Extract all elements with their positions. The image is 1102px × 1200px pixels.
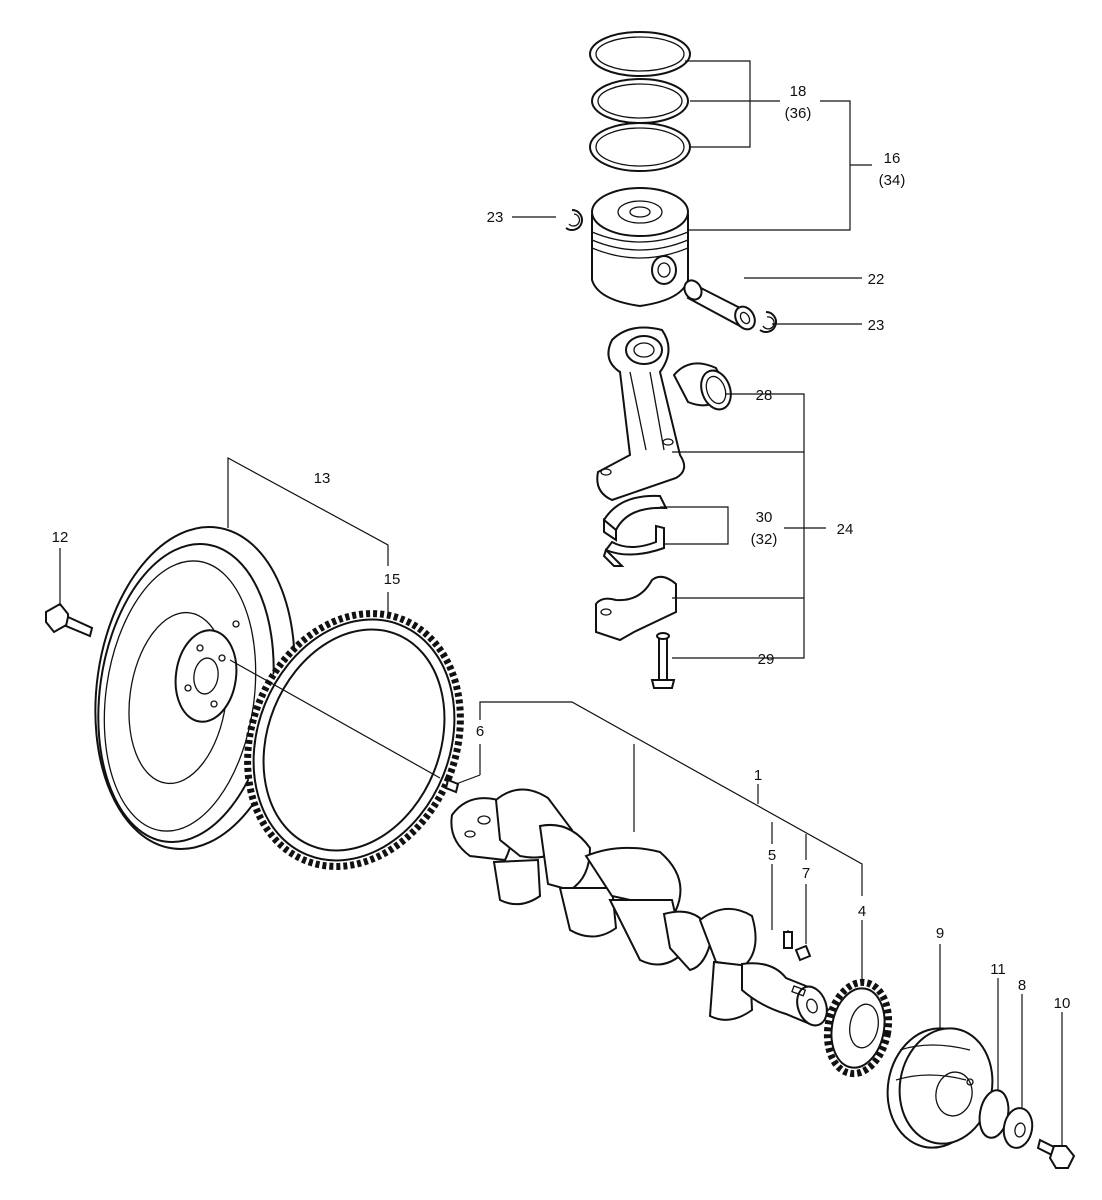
callout-29: 29 [758, 651, 775, 668]
bushing[interactable] [672, 362, 736, 413]
callout-15: 15 [384, 571, 401, 588]
washer[interactable] [1001, 1106, 1036, 1150]
callout-13: 13 [314, 470, 331, 487]
callout-1: 1 [754, 767, 762, 784]
callout-12: 12 [52, 529, 69, 546]
callout-18: 18 [790, 83, 807, 100]
callout-8: 8 [1018, 977, 1026, 994]
piston-pin[interactable] [681, 277, 759, 333]
ring-gear[interactable] [211, 581, 498, 898]
callout-labels: 18 (36) 16 (34) 23 22 23 28 30 (32) 24 2… [52, 83, 1071, 1012]
pulley-bolt[interactable] [1036, 1138, 1076, 1169]
woodruff-key[interactable] [783, 931, 793, 949]
snap-ring-left[interactable] [565, 209, 583, 231]
rod-bolt[interactable] [650, 632, 676, 689]
callout-28: 28 [756, 387, 773, 404]
callout-7: 7 [802, 865, 810, 882]
callout-9: 9 [936, 925, 944, 942]
crankshaft-gear[interactable] [820, 977, 895, 1078]
callout-6: 6 [476, 723, 484, 740]
callout-5: 5 [768, 847, 776, 864]
crankshaft[interactable] [450, 788, 832, 1029]
connecting-rod-cap[interactable] [594, 575, 677, 642]
key[interactable] [794, 944, 812, 962]
callout-22: 22 [868, 271, 885, 288]
callout-16-alt: (34) [879, 172, 906, 189]
callout-30-alt: (32) [751, 531, 778, 548]
piston[interactable] [591, 187, 689, 308]
callout-23-right: 23 [868, 317, 885, 334]
piston-rings[interactable] [589, 31, 691, 172]
callout-4: 4 [858, 903, 866, 920]
callout-18-alt: (36) [785, 105, 812, 122]
callout-30: 30 [756, 509, 773, 526]
callout-16: 16 [884, 150, 901, 167]
flywheel-bolt[interactable] [45, 602, 94, 638]
callout-23-left: 23 [487, 209, 504, 226]
snap-ring-right[interactable] [759, 311, 777, 333]
callout-11: 11 [990, 961, 1006, 978]
connecting-rod[interactable] [596, 326, 686, 502]
callout-10: 10 [1054, 995, 1071, 1012]
dowel-pin[interactable] [444, 778, 460, 794]
bearing-shells[interactable] [602, 494, 668, 567]
callout-24: 24 [837, 521, 854, 538]
leader-lines [59, 60, 1063, 1146]
pulley[interactable] [878, 1021, 1001, 1156]
